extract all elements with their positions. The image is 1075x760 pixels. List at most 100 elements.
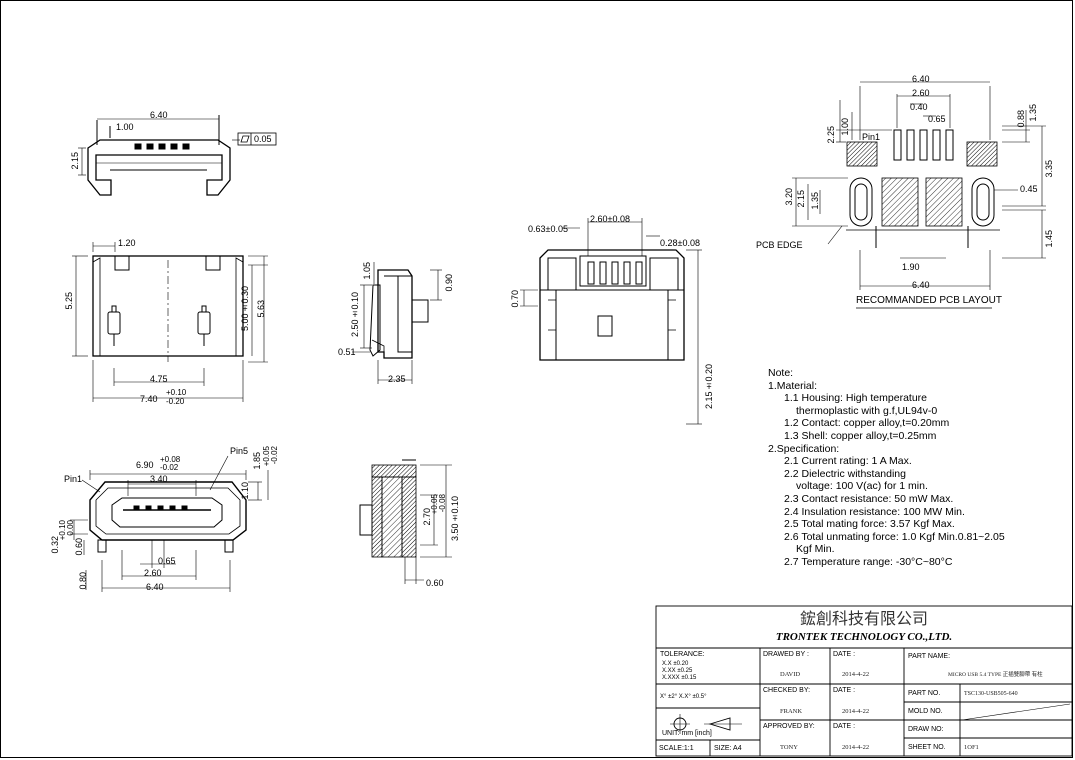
dim-pcb-088: 0.88 — [1016, 110, 1026, 128]
side-view — [352, 262, 442, 384]
mold-no-label: MOLD NO. — [908, 708, 943, 715]
dim-bottom-640: 6.40 — [146, 582, 164, 592]
dim-end-215: 2.15±0.20 — [704, 364, 714, 410]
dim-bottom-340: 3.40 — [150, 474, 168, 484]
dim-bottom-060: 0.60 — [74, 538, 84, 556]
note-line: 1.3 Shell: copper alloy,t=0.25mm — [784, 429, 937, 442]
dim-bottom-690: 6.90 — [136, 460, 154, 470]
dim-bottom-690-up: +0.08 — [160, 455, 181, 464]
note-line: thermoplastic with g.f,UL94v-0 — [796, 404, 938, 417]
dim-end-070: 0.70 — [510, 290, 520, 308]
dim-pcb-135: 1.35 — [1028, 104, 1038, 122]
dim-front-740-tol-up: +0.10 — [166, 388, 187, 397]
dim-front-120: 1.20 — [118, 238, 136, 248]
note-line: 2.Specification: — [768, 442, 840, 455]
tolerance-angle: X° ±2° X.X° ±0.5° — [660, 694, 707, 700]
date-value-1: 2014-4-22 — [842, 671, 870, 678]
draw-no-label: DRAW NO: — [908, 726, 944, 733]
flatness-value: 0.05 — [254, 134, 272, 144]
dim-end-063: 0.63±0.05 — [528, 224, 568, 234]
checker-name: FRANK — [780, 708, 803, 715]
dim-side-051: 0.51 — [338, 347, 356, 357]
date-label-1: DATE : — [833, 651, 856, 658]
drawer-name: DAVID — [780, 671, 801, 678]
dim-front-740: 7.40 — [140, 394, 158, 404]
tolerance-3: X.XXX ±0.15 — [662, 675, 697, 681]
dim-bottom-065: 0.65 — [158, 556, 176, 566]
dim-bottom-032-dn: 0.00 — [66, 520, 75, 536]
sheet-no-label: SHEET NO. — [908, 744, 946, 751]
tolerance-label: TOLERANCE: — [660, 651, 705, 658]
note-line: 2.4 Insulation resistance: 100 MW Min. — [784, 505, 965, 518]
dim-pcb-640b: 6.40 — [912, 280, 930, 290]
label-pcb-edge: PCB EDGE — [756, 240, 803, 250]
dim-pcb-215: 2.15 — [796, 190, 806, 208]
dim-front-740-tol-dn: -0.20 — [166, 397, 185, 406]
part-no-value: TSC130-USB505-640 — [964, 691, 1018, 697]
dim-pcb-335: 3.35 — [1044, 160, 1054, 178]
dim-bottom-185-dn: -0.02 — [270, 446, 279, 465]
checked-by-label: CHECKED BY: — [763, 687, 811, 694]
dim-pcb-640: 6.40 — [912, 74, 930, 84]
dim-bottom-185: 1.85 — [252, 452, 262, 470]
note-line: 1.Material: — [768, 379, 818, 392]
dim-sec-270-dn: -0.08 — [438, 494, 447, 513]
dim-bottom-080: 0.80 — [78, 572, 88, 590]
label-pcb-pin1: Pin1 — [862, 132, 881, 142]
dim-front-525: 5.25 — [64, 292, 74, 310]
dim-front-475: 4.75 — [150, 374, 168, 384]
dim-pcb-100: 1.00 — [840, 118, 850, 136]
dim-end-260: 2.60±0.08 — [590, 214, 630, 224]
date-value-2: 2014-4-22 — [842, 708, 870, 715]
dim-front-563: 5.63 — [256, 300, 266, 318]
unit-label: UNIT: mm [inch] — [662, 730, 712, 737]
bottom-view — [70, 455, 269, 592]
note-line: 2.1 Current rating: 1 A Max. — [784, 455, 912, 468]
label-pin5: Pin5 — [230, 446, 249, 456]
dim-pcb-190: 1.90 — [902, 262, 920, 272]
part-no-label: PART NO. — [908, 690, 941, 697]
approver-name: TONY — [780, 744, 798, 751]
dim-pcb-145: 1.45 — [1044, 230, 1054, 248]
company-name-en: TRONTEK TECHNOLOGY CO.,LTD. — [775, 631, 953, 643]
dim-bottom-260: 2.60 — [144, 568, 162, 578]
dim-side-090: 0.90 — [444, 274, 454, 292]
end-view — [520, 218, 702, 425]
dim-top-640: 6.40 — [150, 110, 168, 120]
part-name-value: MICRO USB 5.4 TYPE 正插雙腳帶 有柱 — [948, 672, 1043, 678]
notes-heading: Note: — [768, 367, 794, 379]
note-line: 2.2 Dielectric withstanding — [784, 467, 906, 480]
date-label-3: DATE : — [833, 723, 856, 730]
pcb-layout — [792, 81, 1046, 309]
note-line: Kgf Min. — [796, 543, 835, 556]
date-value-3: 2014-4-22 — [842, 744, 870, 751]
drawed-by-label: DRAWED BY : — [763, 651, 809, 658]
title-block-frame — [655, 605, 1073, 757]
pcb-layout-title: RECOMMANDED PCB LAYOUT — [856, 295, 1002, 306]
dim-side-105: 1.05 — [362, 262, 372, 280]
dim-pcb-065: 0.65 — [928, 114, 946, 124]
date-label-2: DATE : — [833, 687, 856, 694]
tolerance-1: X.X ±0.20 — [662, 661, 689, 667]
top-view — [78, 115, 277, 196]
dim-side-250: 2.50±0.10 — [350, 292, 360, 338]
dim-bottom-110: 1.10 — [240, 482, 250, 500]
scale-label: SCALE:1:1 — [659, 745, 694, 752]
note-line: 2.3 Contact resistance: 50 mW Max. — [784, 492, 954, 505]
dim-side-235: 2.35 — [388, 374, 406, 384]
note-line: 1.1 Housing: High temperature — [784, 392, 927, 405]
dim-top-215: 2.15 — [70, 152, 80, 170]
dim-pcb-135b: 1.35 — [810, 192, 820, 210]
note-line: 2.6 Total unmating force: 1.0 Kgf Min.0.… — [784, 530, 1005, 543]
dim-sec-060: 0.60 — [426, 578, 444, 588]
section-view — [359, 459, 452, 584]
note-line: 1.2 Contact: copper alloy,t=0.20mm — [784, 417, 950, 430]
tolerance-2: X.XX ±0.25 — [662, 668, 693, 674]
dim-pcb-045: 0.45 — [1020, 184, 1038, 194]
notes-block: Note: 1.Material: 1.1 Housing: High temp… — [768, 367, 1005, 569]
size-label: SIZE: A4 — [714, 745, 742, 752]
dim-pcb-260: 2.60 — [912, 88, 930, 98]
